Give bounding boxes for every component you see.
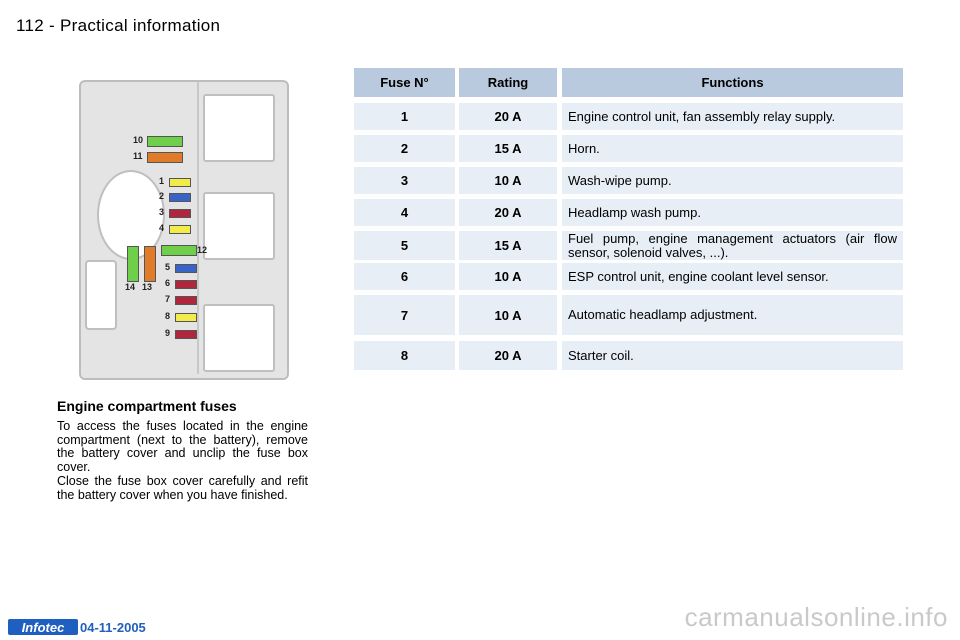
- row3-fuse: 3: [354, 167, 455, 194]
- watermark: carmanualsonline.info: [684, 602, 948, 632]
- round-opening: [97, 170, 165, 260]
- side-slot: [85, 260, 117, 330]
- row3-function-text: Wash-wipe pump.: [568, 172, 672, 188]
- fuse-label-8: 8: [165, 311, 171, 321]
- row8-function-text: Starter coil.: [568, 347, 634, 363]
- fuse-5: [175, 264, 197, 273]
- relay-slot-bottom: [203, 304, 275, 372]
- fuse-7: [175, 296, 197, 305]
- relay-slot-top: [203, 94, 275, 162]
- row7-function-text: Automatic headlamp adjustment.: [568, 307, 758, 322]
- row3-function: Wash-wipe pump.: [562, 167, 903, 194]
- row4-fuse: 4: [354, 199, 455, 226]
- row5-function-text: Fuel pump, engine management actuators (…: [568, 230, 897, 260]
- fuse-box-divider: [197, 82, 199, 374]
- row4-function-text: Headlamp wash pump.: [568, 204, 701, 220]
- fuse-label-1: 1: [159, 176, 165, 186]
- row2-rating: 15 A: [459, 135, 557, 162]
- row8-function: Starter coil.: [562, 341, 903, 370]
- footer-date: 04-11-2005: [80, 620, 146, 635]
- fuse-label-11: 11: [133, 151, 143, 161]
- row4-function: Headlamp wash pump.: [562, 199, 903, 226]
- row6-rating: 10 A: [459, 263, 557, 290]
- fuse-9: [175, 330, 197, 339]
- fuse-3: [169, 209, 191, 218]
- header-fuse-no: Fuse N°: [354, 68, 455, 97]
- row2-function-text: Horn.: [568, 140, 600, 156]
- fuse-label-3: 3: [159, 207, 165, 217]
- fuse-label-5: 5: [165, 262, 171, 272]
- fuse-label-6: 6: [165, 278, 171, 288]
- row5-rating: 15 A: [459, 231, 557, 260]
- row4-rating: 20 A: [459, 199, 557, 226]
- row5-function: Fuel pump, engine management actuators (…: [562, 231, 903, 260]
- row7-function: Automatic headlamp adjustment.: [562, 295, 903, 335]
- row6-function: ESP control unit, engine coolant level s…: [562, 263, 903, 290]
- fuse-11: [147, 152, 183, 163]
- fuse-box-diagram: 10 11 1 2 3 4 12 14 13 5 6 7 8 9: [79, 80, 289, 380]
- section-title: Engine compartment fuses: [57, 398, 237, 414]
- access-instructions: To access the fuses located in the engin…: [57, 419, 308, 474]
- fuse-label-9: 9: [165, 328, 171, 338]
- fuse-label-14: 14: [125, 282, 136, 292]
- row1-function: Engine control unit, fan assembly relay …: [562, 103, 903, 130]
- header-rating: Rating: [459, 68, 557, 97]
- fuse-2: [169, 193, 191, 202]
- header-functions: Functions: [562, 68, 903, 97]
- fuse-label-2: 2: [159, 191, 165, 201]
- row7-fuse: 7: [354, 295, 455, 335]
- fuse-label-13: 13: [142, 282, 153, 292]
- row1-fuse: 1: [354, 103, 455, 130]
- fuse-label-10: 10: [133, 135, 144, 145]
- relay-slot-middle: [203, 192, 275, 260]
- fuse-12: [161, 245, 197, 256]
- fuse-label-7: 7: [165, 294, 171, 304]
- fuse-8: [175, 313, 197, 322]
- row2-function: Horn.: [562, 135, 903, 162]
- fuse-4: [169, 225, 191, 234]
- fuse-13: [144, 246, 156, 282]
- fuse-6: [175, 280, 197, 289]
- row8-fuse: 8: [354, 341, 455, 370]
- closing-instructions: Close the fuse box cover carefully and r…: [57, 474, 308, 502]
- row3-rating: 10 A: [459, 167, 557, 194]
- row6-fuse: 6: [354, 263, 455, 290]
- fuse-label-12: 12: [197, 245, 208, 255]
- infotec-logo: Infotec: [8, 619, 78, 635]
- fuse-label-4: 4: [159, 223, 165, 233]
- row8-rating: 20 A: [459, 341, 557, 370]
- fuse-10: [147, 136, 183, 147]
- row5-fuse: 5: [354, 231, 455, 260]
- fuse-1: [169, 178, 191, 187]
- fuse-14: [127, 246, 139, 282]
- row1-rating: 20 A: [459, 103, 557, 130]
- page-header: 112 - Practical information: [16, 16, 221, 35]
- row7-rating: 10 A: [459, 295, 557, 335]
- row6-function-text: ESP control unit, engine coolant level s…: [568, 268, 829, 284]
- row2-fuse: 2: [354, 135, 455, 162]
- row1-function-text: Engine control unit, fan assembly relay …: [568, 108, 836, 124]
